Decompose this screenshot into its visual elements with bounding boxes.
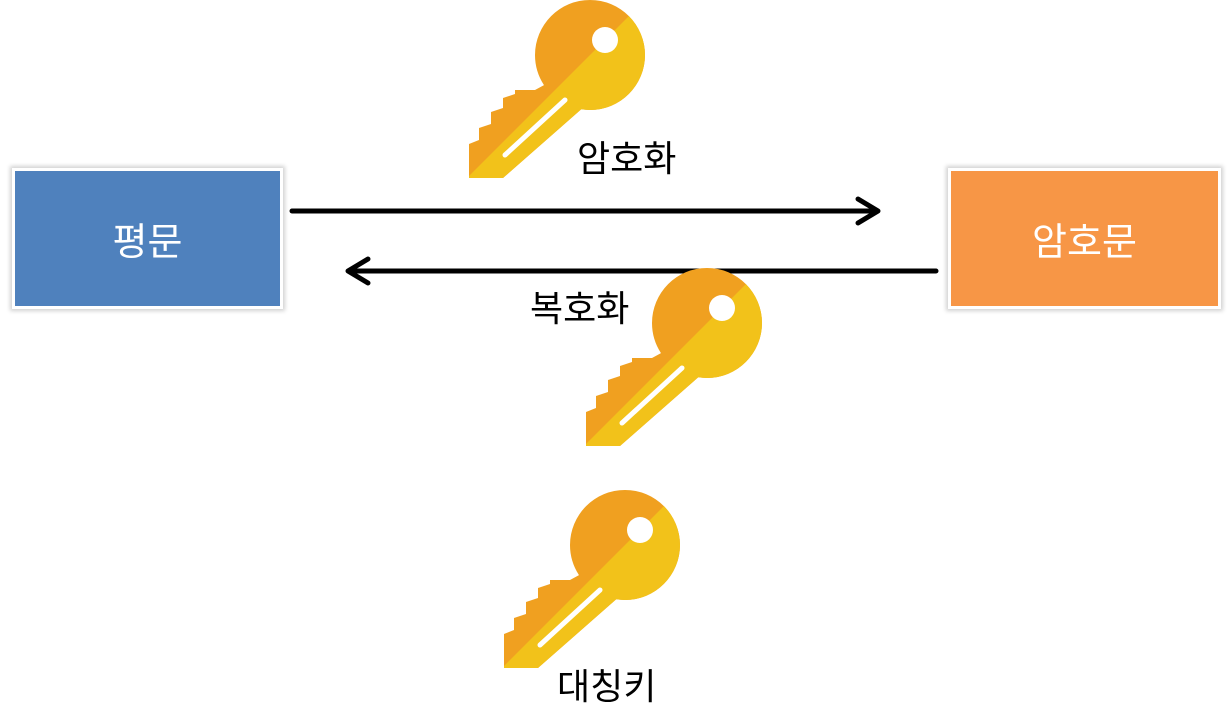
- plaintext-box: 평문: [12, 168, 283, 309]
- symmetric-key-icon: [500, 490, 680, 670]
- ciphertext-label: 암호문: [1032, 220, 1137, 264]
- decrypt-label: 복호화: [530, 289, 630, 330]
- symmetric-key-label: 대칭키: [557, 667, 657, 708]
- plaintext-label: 평문: [112, 220, 183, 264]
- encrypt-arrow: [289, 196, 881, 226]
- decrypt-arrow: [345, 256, 939, 286]
- ciphertext-box: 암호문: [948, 168, 1221, 309]
- encrypt-label: 암호화: [577, 139, 677, 180]
